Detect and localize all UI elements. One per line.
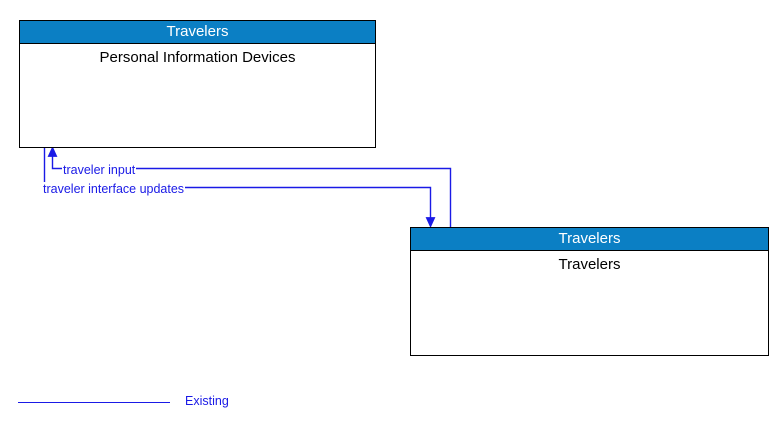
entity-title-label: Travelers [558, 256, 621, 273]
legend-line-swatch-existing [18, 402, 170, 403]
entity-box-travelers[interactable]: Travelers Travelers [410, 227, 769, 356]
entity-header-label: Travelers [411, 228, 768, 251]
arrowhead-down-icon [425, 217, 436, 228]
legend-label-existing: Existing [185, 394, 229, 408]
legend: Existing [18, 393, 318, 413]
flow-line-traveler-input [47, 146, 452, 227]
flow-label-traveler-input: traveler input [62, 163, 137, 177]
arrowhead-up-icon [47, 146, 58, 157]
entity-box-personal-information-devices[interactable]: Travelers Personal Information Devices [19, 20, 376, 148]
entity-title-label: Personal Information Devices [99, 49, 296, 66]
flow-line-traveler-interface-updates [43, 148, 436, 228]
flow-label-traveler-interface-updates: traveler interface updates [42, 182, 186, 196]
entity-header-label: Travelers [20, 21, 375, 44]
